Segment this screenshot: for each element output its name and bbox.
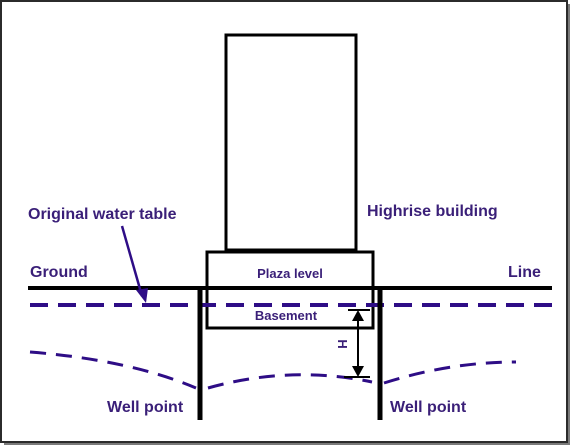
highrise-tower: [224, 33, 358, 252]
well-point-left-label: Well point: [107, 399, 184, 416]
water-table-pointer-head: [136, 288, 148, 303]
water-table-pointer-line: [120, 225, 144, 297]
h-label: H: [335, 339, 350, 348]
plaza-level-label: Plaza level: [257, 266, 323, 281]
basement-label: Basement: [255, 308, 318, 323]
well-point-right-label: Well point: [390, 399, 467, 416]
drawdown-curve-right: [383, 360, 517, 385]
original-water-table-label: Original water table: [28, 206, 177, 223]
h-dimension-arrow-down: [352, 366, 364, 377]
highrise-building-label: Highrise building: [367, 203, 498, 220]
ground-label: Ground: [30, 264, 88, 281]
drawdown-curve-left: [29, 350, 197, 390]
drawdown-curve-middle: [207, 373, 373, 390]
h-dimension-arrow-up: [352, 310, 364, 321]
line-label: Line: [508, 264, 541, 281]
